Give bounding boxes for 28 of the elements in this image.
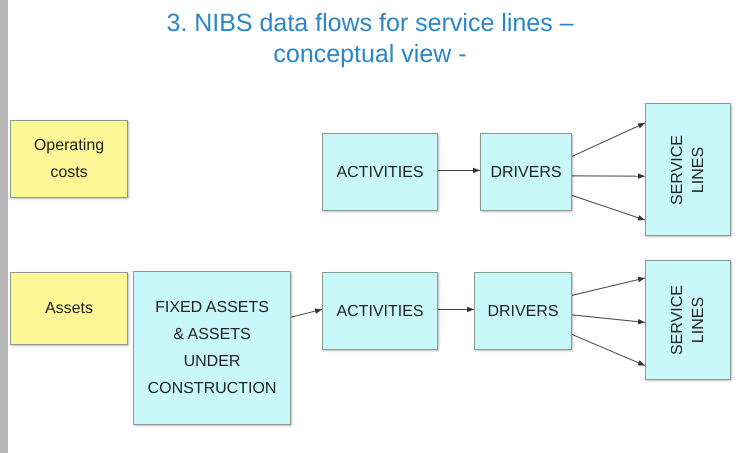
- process-box: [133, 271, 291, 425]
- source-box: [10, 272, 128, 345]
- box-label: SERVICE LINES: [668, 285, 708, 355]
- process-box: [474, 272, 572, 350]
- process-box: [645, 103, 731, 236]
- box-label: Assets: [44, 299, 93, 319]
- box-label: DRIVERS: [490, 162, 562, 182]
- arrow: [572, 173, 646, 179]
- arrow: [572, 334, 646, 366]
- box-label: DRIVERS: [487, 302, 559, 322]
- box-label: FIXED ASSETS & ASSETS UNDER CONSTRUCTION: [148, 298, 276, 399]
- box-label: ACTIVITIES: [336, 162, 424, 182]
- source-box: [10, 120, 128, 198]
- arrow: [438, 168, 480, 174]
- box-label: ACTIVITIES: [336, 302, 424, 322]
- box-label: SERVICE LINES: [668, 134, 708, 204]
- arrow: [572, 122, 646, 157]
- arrow: [438, 306, 474, 312]
- process-box: [322, 133, 438, 211]
- process-box: [322, 272, 438, 350]
- process-box: [480, 133, 572, 211]
- title: 3. NIBS data flows for service lines – conceptual view -: [165, 8, 575, 70]
- arrow: [572, 194, 646, 221]
- arrow: [290, 308, 322, 318]
- arrow: [572, 276, 646, 296]
- arrow: [572, 314, 646, 324]
- process-box: [645, 260, 731, 380]
- box-label: Operating costs: [32, 136, 106, 183]
